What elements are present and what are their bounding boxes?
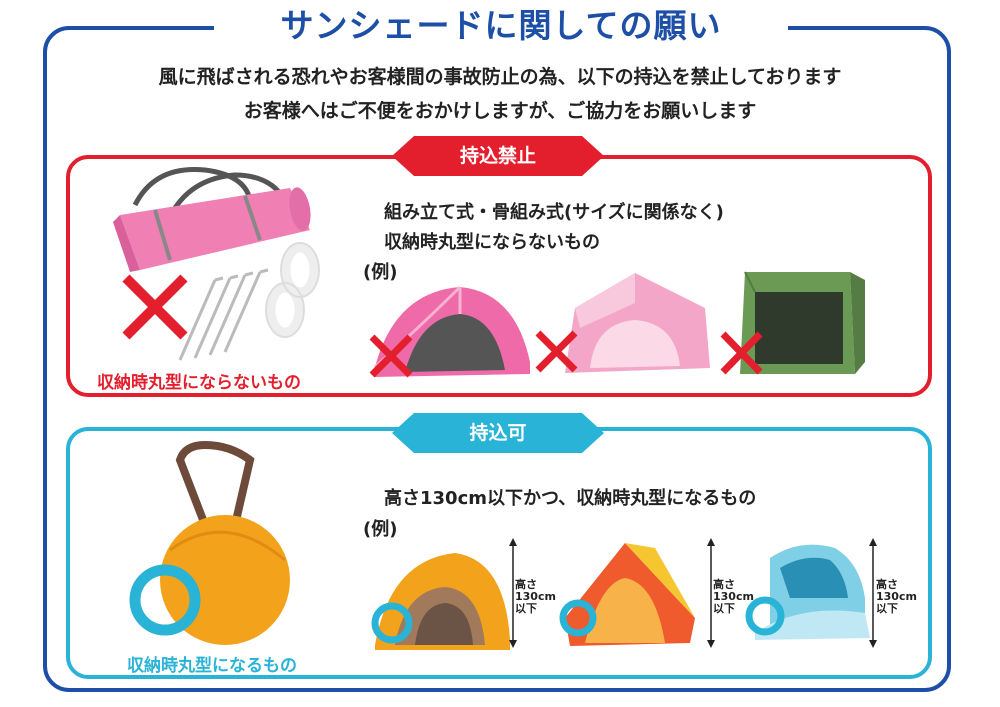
prohibited-line-1: 組み立て式・骨組み式(サイズに関係なく) [384, 202, 724, 223]
height-arrow-icon [509, 538, 517, 648]
orange-dome-tent-illustration [371, 553, 510, 650]
prohibited-example-label: (例) [363, 262, 398, 283]
green-cube-tent-illustration [720, 271, 865, 375]
round-packed-tent-bag-illustration [129, 440, 290, 645]
prohibited-caption: 収納時丸型にならないもの [97, 373, 301, 393]
allowed-caption: 収納時丸型になるもの [127, 656, 297, 676]
prohibited-tag: 持込禁止 [392, 136, 604, 176]
intro-line-2: お客様へはご不便をおかけしますが、ご協力をお願いします [243, 100, 757, 122]
orange-yellow-popup-tent-illustration [559, 543, 695, 646]
pink-dome-tent-illustration [369, 285, 530, 378]
prohibited-line-2: 収納時丸型にならないもの [384, 232, 600, 253]
height-arrow-icon [869, 538, 877, 648]
page-title: サンシェードに関しての願い [214, 2, 788, 50]
intro-line-1: 風に飛ばされる恐れやお客様間の事故防止の為、以下の持込を禁止しております [158, 66, 842, 88]
blue-beach-shade-illustration [745, 544, 870, 640]
prohibited-cross-icon [122, 274, 188, 340]
light-pink-cabin-tent-illustration [535, 273, 710, 373]
allowed-example-label: (例) [363, 519, 398, 540]
height-arrow-icon [707, 538, 715, 648]
allowed-line-1: 高さ130cm以下かつ、収納時丸型になるもの [384, 488, 757, 509]
tent-bag-and-pegs-illustration [113, 166, 320, 361]
allowed-tag: 持込可 [392, 413, 604, 453]
